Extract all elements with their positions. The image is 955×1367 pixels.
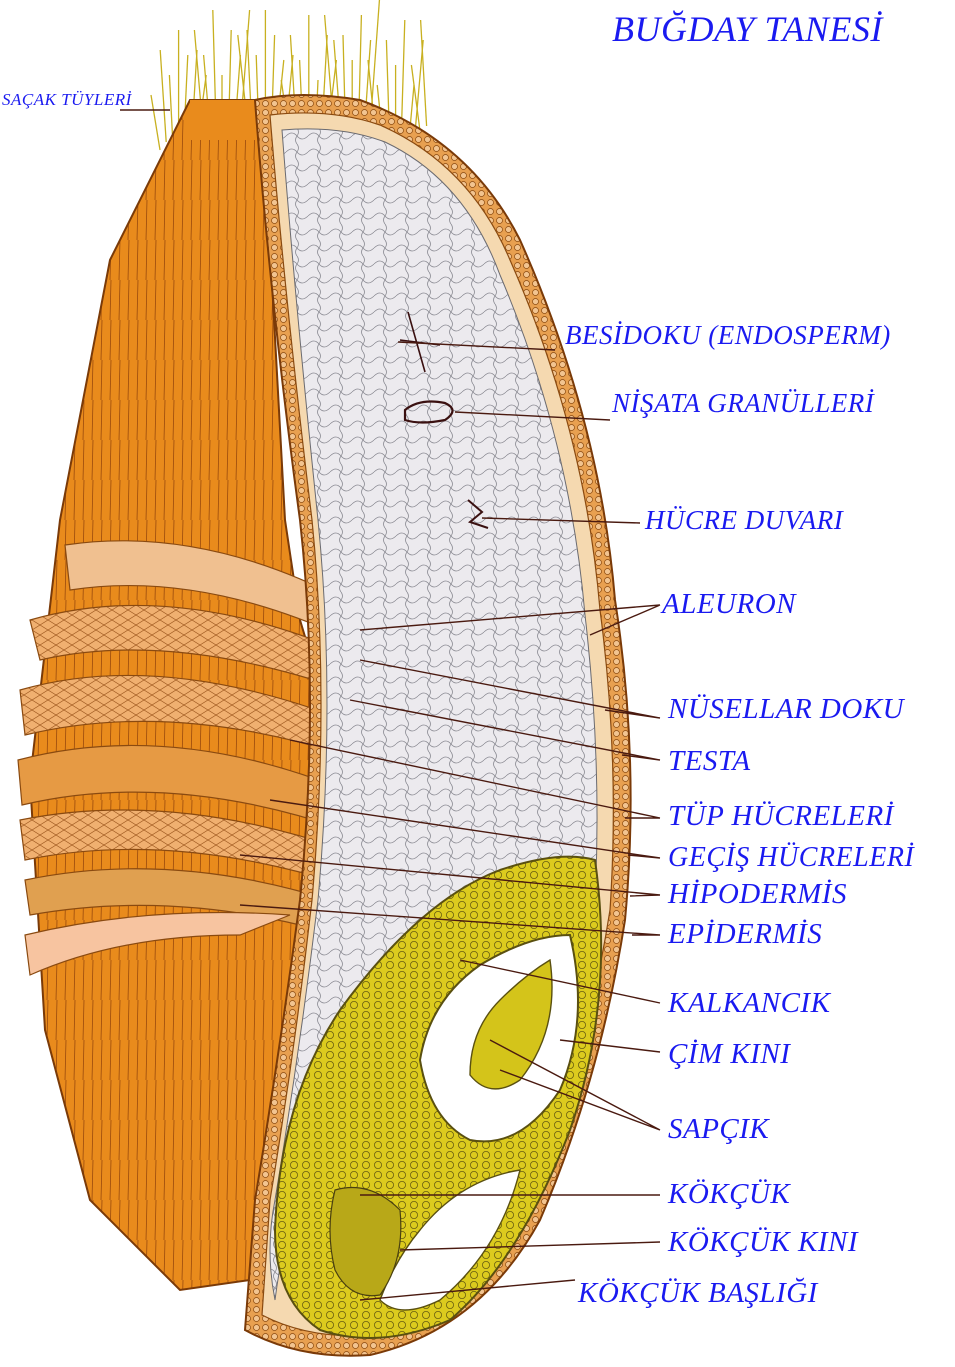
label-cim-kini: ÇİM KINI: [668, 1038, 790, 1071]
label-kokcuk-basligi: KÖKÇÜK BAŞLIĞI: [578, 1277, 818, 1310]
label-testa: TESTA: [668, 745, 751, 778]
brush-hair: [151, 95, 160, 150]
brush-hair: [169, 75, 172, 134]
label-hipodermis: HİPODERMİS: [668, 878, 847, 911]
label-gecis-hucreleri: GEÇİŞ HÜCRELERİ: [668, 842, 914, 874]
bran-outer-top: [190, 100, 262, 140]
label-aleuron: ALEURON: [662, 588, 796, 621]
label-hucre-duvari: HÜCRE DUVARI: [645, 505, 843, 536]
label-sapcik: SAPÇIK: [668, 1113, 769, 1146]
brush-hair: [421, 20, 427, 126]
label-kokcuk: KÖKÇÜK: [668, 1178, 790, 1211]
label-sacak-tuyleri: SAÇAK TÜYLERİ: [2, 90, 132, 110]
brush-hair: [160, 50, 166, 142]
label-nisasta-granulleri: NİŞATA GRANÜLLERİ: [612, 388, 874, 419]
label-besidoku: BESİDOKU (ENDOSPERM): [565, 320, 891, 351]
label-kokcuk-kini: KÖKÇÜK KINI: [668, 1226, 858, 1259]
label-kalkancik: KALKANCIK: [668, 987, 830, 1020]
label-nusellar-doku: NÜSELLAR DOKU: [668, 693, 904, 726]
diagram-title: BUĞDAY TANESİ: [612, 8, 883, 50]
label-tup-hucreleri: TÜP HÜCRELERİ: [668, 800, 894, 833]
label-epidermis: EPİDERMİS: [668, 918, 822, 951]
brush-hair: [402, 20, 405, 118]
